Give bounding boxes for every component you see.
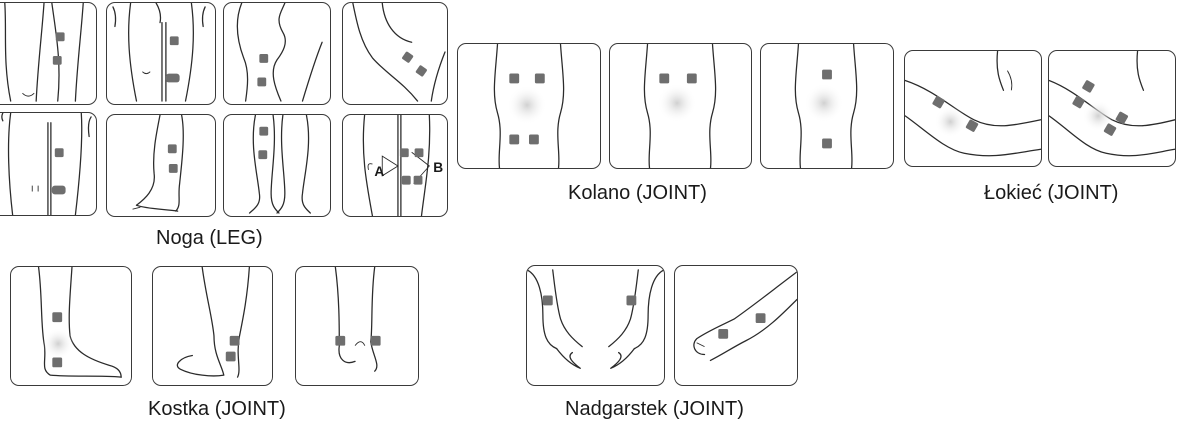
leg-side-hip-panel xyxy=(342,2,448,105)
marker-b: B xyxy=(433,160,443,175)
wrist-panel-1 xyxy=(526,265,665,386)
electrode-pad xyxy=(402,176,411,185)
electrode-pad xyxy=(52,186,66,195)
electrode-pad xyxy=(822,138,832,148)
knee-panel-3 xyxy=(760,43,894,169)
electrode-pad xyxy=(55,148,64,157)
electrode-pad xyxy=(400,148,409,157)
elbow-caption: Łokieć (JOINT) xyxy=(984,182,1118,205)
elbow-panel-2 xyxy=(1048,50,1176,167)
electrode-pad xyxy=(226,352,236,362)
leg-calf-back-panel xyxy=(223,114,331,217)
electrode-pad xyxy=(822,70,832,80)
electrode-pad xyxy=(169,164,178,173)
electrode-pad xyxy=(166,74,180,83)
electrode-pad xyxy=(259,127,268,136)
electrode-pad xyxy=(509,135,519,145)
electrode-pad xyxy=(230,336,240,346)
electrode-pad xyxy=(414,176,423,185)
knee-panel-1 xyxy=(457,43,601,169)
leg-back-lower-panel xyxy=(0,112,97,216)
electrode-pad xyxy=(415,65,427,77)
electrode-pad xyxy=(529,135,539,145)
electrode-pad xyxy=(687,74,697,84)
electrode-pad xyxy=(53,56,62,65)
knee-caption: Kolano (JOINT) xyxy=(568,182,707,205)
leg-caption: Noga (LEG) xyxy=(156,227,263,250)
ankle-panel-2 xyxy=(152,266,273,386)
wrist-caption: Nadgarstek (JOINT) xyxy=(565,398,744,421)
elbow-panel-1 xyxy=(904,50,1042,167)
marker-a: A xyxy=(374,164,384,179)
leg-knee-front-panel: A B xyxy=(342,114,448,217)
electrode-pad xyxy=(543,296,553,306)
ankle-panel-3 xyxy=(295,266,419,386)
electrode-pad xyxy=(1082,80,1095,93)
electrode-pad xyxy=(626,296,636,306)
leg-front-thigh-panel xyxy=(106,2,216,105)
electrode-pad xyxy=(258,150,267,159)
electrode-pad xyxy=(718,329,728,339)
leg-calf-side-panel xyxy=(106,114,216,217)
electrode-pad xyxy=(335,336,345,346)
electrode-pad xyxy=(415,148,424,157)
electrode-pad xyxy=(1072,95,1085,108)
electrode-pad xyxy=(257,78,266,87)
electrode-pad xyxy=(170,36,179,45)
electrode-pad xyxy=(509,74,519,84)
electrode-pad xyxy=(371,336,381,346)
wrist-panel-2 xyxy=(674,265,798,386)
leg-back-thigh-panel xyxy=(0,2,97,105)
knee-panel-2 xyxy=(609,43,752,169)
leg-side-thigh-panel xyxy=(223,2,331,105)
electrode-pad xyxy=(659,74,669,84)
electrode-pad xyxy=(56,32,65,41)
electrode-pad xyxy=(168,144,177,153)
electrode-pad xyxy=(401,51,413,63)
electrode-pad xyxy=(535,74,545,84)
electrode-pad xyxy=(259,54,268,63)
ankle-caption: Kostka (JOINT) xyxy=(148,398,286,421)
electrode-pad xyxy=(52,312,62,322)
electrode-pad xyxy=(756,313,766,323)
electrode-pad xyxy=(932,95,945,108)
ankle-panel-1 xyxy=(10,266,132,386)
electrode-pad xyxy=(52,357,62,367)
